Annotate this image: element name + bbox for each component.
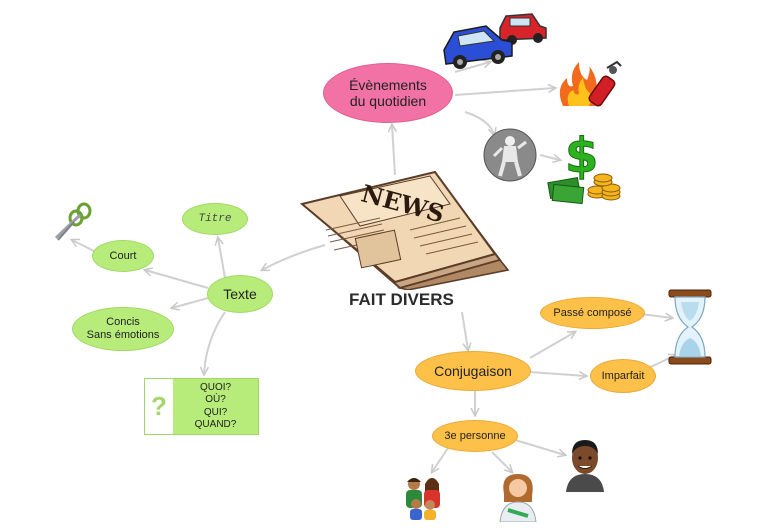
line-center-texte [262, 244, 326, 270]
line-evenements-fire [454, 88, 555, 96]
map-title: FAIT DIVERS [349, 290, 454, 309]
node-3e-personne-label: 3e personne [444, 429, 506, 442]
line-center-evenements [392, 125, 395, 176]
node-3e-personne: 3e personne [432, 420, 518, 452]
node-court: Court [92, 240, 154, 272]
node-court-label: Court [109, 249, 137, 262]
line-center-conjugaison [461, 311, 468, 350]
family-icon [406, 478, 440, 520]
question-item: QUAND? [194, 419, 237, 430]
money-icon: $ [547, 128, 621, 205]
node-conjugaison: Conjugaison [415, 351, 531, 391]
question-mark-icon: ? [145, 379, 173, 434]
node-passe-compose-label: Passé composé [553, 306, 632, 319]
node-concis: Concis Sans émotions [72, 307, 174, 351]
newspaper-icon: NEWS [300, 170, 510, 290]
node-imparfait-label: Imparfait [601, 369, 645, 382]
line-evenements-cars [454, 62, 490, 73]
node-passe-compose: Passé composé [540, 297, 645, 329]
node-concis-label: Concis Sans émotions [86, 316, 160, 341]
node-titre: Titre [182, 203, 248, 235]
svg-text:$: $ [565, 128, 598, 184]
scissors-icon [54, 202, 92, 241]
line-3e-man [514, 439, 565, 455]
node-evenements: Évènements du quotidien [323, 63, 453, 123]
node-conjugaison-label: Conjugaison [434, 362, 512, 379]
line-evenements-thief [464, 111, 494, 135]
line-texte-concis [172, 297, 209, 308]
node-texte-label: Texte [223, 285, 257, 302]
questions-box: ? QUOI? OÙ? QUI? QUAND? [144, 378, 259, 435]
man-icon [566, 440, 604, 492]
line-thief-money [539, 155, 560, 160]
line-conjugaison-imparfait [529, 372, 586, 376]
hourglass-icon [668, 289, 712, 365]
thief-icon [483, 128, 537, 182]
line-3e-family [432, 447, 449, 472]
questions-list: QUOI? OÙ? QUI? QUAND? [173, 379, 258, 434]
fire-extinguisher-icon [559, 60, 622, 107]
node-imparfait: Imparfait [590, 359, 656, 393]
line-conjugaison-passe [529, 332, 575, 359]
line-texte-questions [204, 311, 226, 374]
line-3e-woman [491, 451, 512, 472]
question-item: OÙ? [205, 394, 226, 405]
question-item: QUI? [203, 406, 228, 418]
node-texte: Texte [207, 275, 273, 313]
line-texte-titre [218, 238, 226, 279]
line-texte-court [145, 270, 209, 289]
node-evenements-label: Évènements du quotidien [349, 76, 427, 109]
woman-icon [499, 474, 537, 522]
node-titre-label: Titre [198, 212, 232, 225]
cars-icon [443, 13, 547, 69]
line-court-scissors [72, 240, 97, 253]
question-item: QUOI? [199, 381, 232, 393]
